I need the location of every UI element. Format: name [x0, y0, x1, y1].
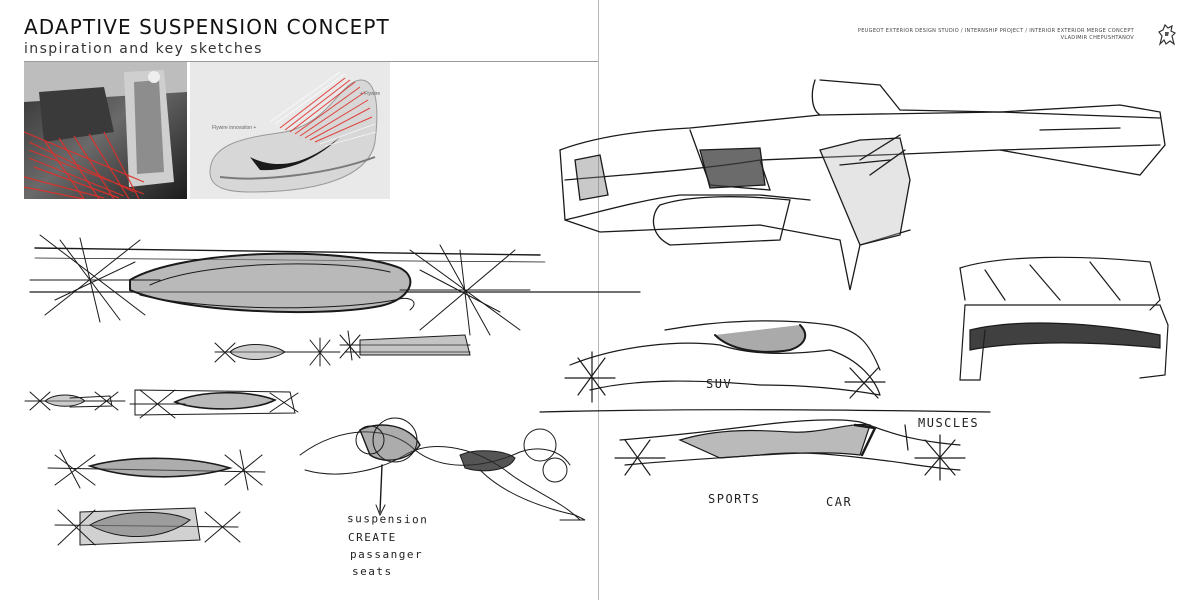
note-passanger: passanger — [350, 548, 423, 561]
sketch-long-skeleton — [29, 234, 641, 336]
sketch-small-pod-1 — [214, 337, 341, 367]
sketch-suv — [564, 320, 886, 403]
credits-block: PEUGEOT EXTERIOR DESIGN STUDIO / INTERNS… — [858, 28, 1134, 42]
photo-label-flywire-innovation: Flywire innovation + — [212, 125, 256, 131]
sketch-sports-car — [539, 409, 991, 481]
note-muscles: MUSCLES — [918, 416, 979, 430]
sketch-small-pod-6 — [54, 507, 241, 546]
page-subtitle: inspiration and key sketches — [24, 41, 263, 57]
car-interior-photo — [24, 62, 187, 199]
title-underline — [24, 61, 598, 62]
sketch-small-pod-4 — [129, 389, 299, 419]
note-car: CAR — [826, 495, 852, 509]
photo-label-flywire: + Flywire — [360, 91, 380, 97]
nike-flywire-shoe-photo: Flywire innovation + + Flywire — [190, 62, 390, 199]
credit-line-author: VLADIMIR CHEPUSHTANOV — [1060, 35, 1134, 41]
note-suv: SUV — [706, 377, 732, 391]
sketch-small-pod-2 — [339, 330, 471, 361]
credit-line-studio: PEUGEOT EXTERIOR DESIGN STUDIO / INTERNS… — [857, 28, 1134, 34]
note-sports: SPORTS — [708, 492, 760, 506]
note-seats: seats — [352, 565, 393, 578]
note-create: CREATE — [348, 531, 397, 544]
sketch-seat-block — [959, 256, 1169, 381]
sketch-small-pod-5 — [47, 449, 266, 491]
sketch-small-pod-3 — [24, 391, 126, 411]
sketch-formula-car — [559, 79, 1166, 291]
page-fold-divider — [598, 0, 599, 600]
page-title: ADAPTIVE SUSPENSION CONCEPT — [24, 15, 390, 39]
note-suspension: suspension — [347, 512, 428, 526]
sketch-suspension-seats — [299, 417, 586, 521]
lion-icon — [1158, 23, 1177, 46]
